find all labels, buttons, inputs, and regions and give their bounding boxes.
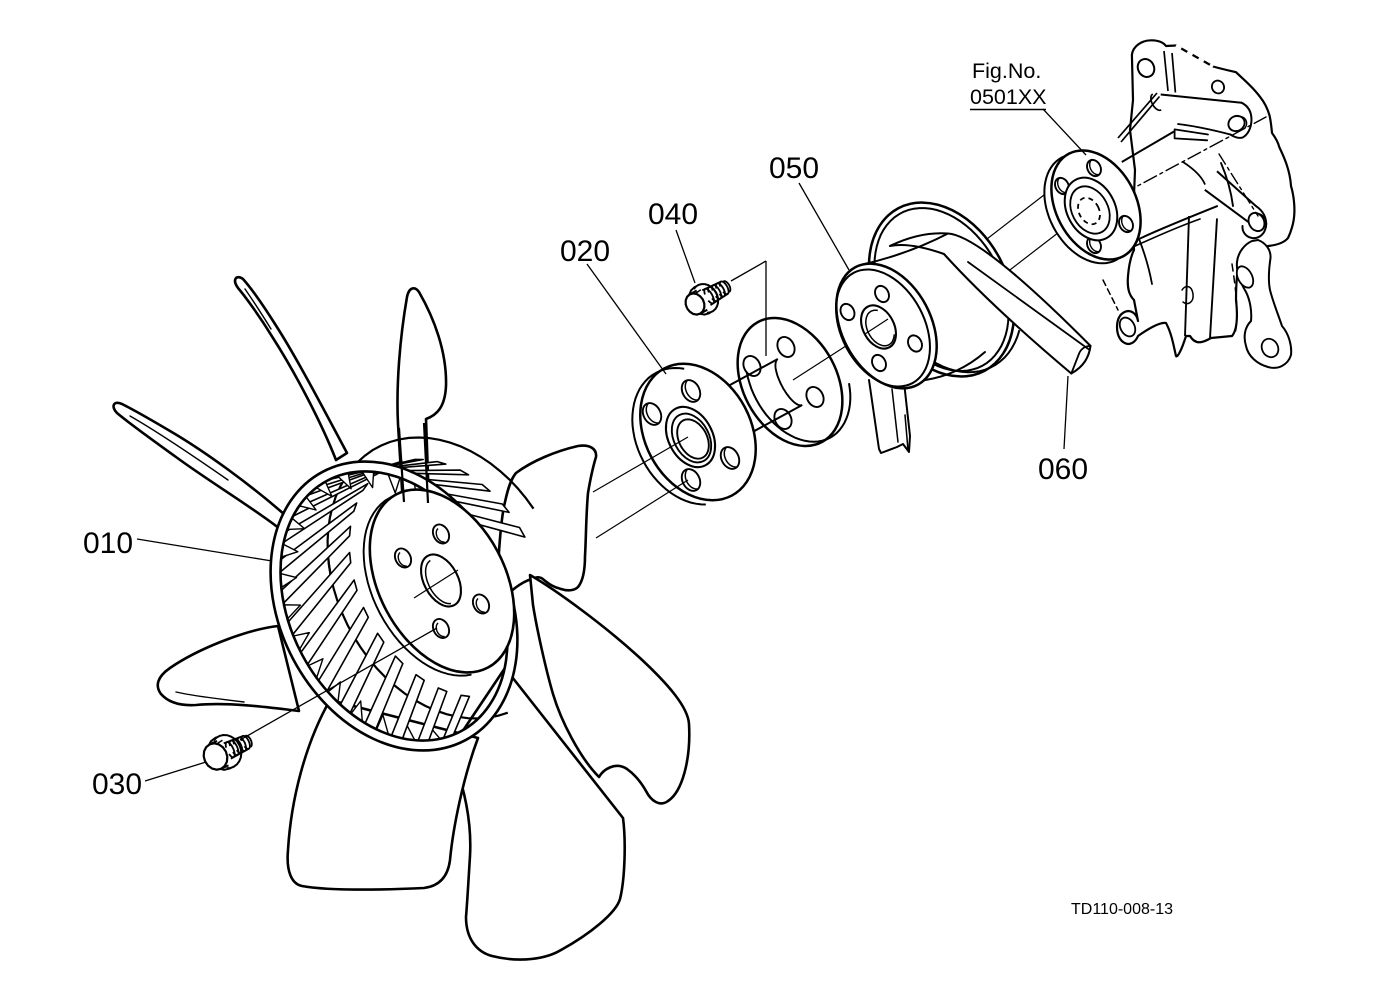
svg-text:030: 030 <box>92 768 142 801</box>
svg-text:020: 020 <box>560 235 610 268</box>
svg-text:040: 040 <box>648 198 698 231</box>
svg-text:Fig.No.: Fig.No. <box>972 59 1041 83</box>
svg-text:050: 050 <box>769 152 819 185</box>
svg-text:010: 010 <box>83 527 133 560</box>
svg-text:060: 060 <box>1038 453 1088 486</box>
svg-text:TD110-008-13: TD110-008-13 <box>1071 901 1173 918</box>
svg-text:0501XX: 0501XX <box>970 85 1047 109</box>
